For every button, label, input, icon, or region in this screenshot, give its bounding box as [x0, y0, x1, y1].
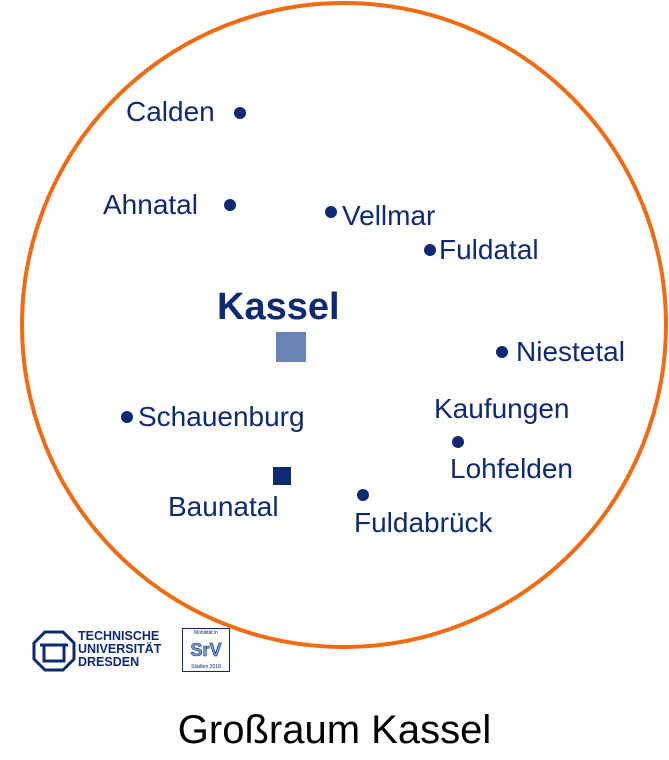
ahnatal-dot	[224, 199, 236, 211]
label-fuldatal: Fuldatal	[439, 234, 539, 265]
srv-main-text: SrV	[190, 640, 222, 661]
region-circle	[20, 1, 668, 649]
label-fuldabrueck: Fuldabrück	[354, 507, 493, 538]
schauenburg-dot	[121, 411, 133, 423]
label-ahnatal: Ahnatal	[103, 189, 198, 220]
kaufungen-lohfelden-dot	[452, 436, 464, 448]
vellmar-dot	[325, 206, 337, 218]
tud-line-2: UNIVERSITÄT	[78, 642, 162, 656]
fuldabrueck-dot	[357, 489, 369, 501]
label-niestetal: Niestetal	[516, 336, 625, 367]
tud-logo-icon	[32, 630, 76, 672]
label-calden: Calden	[126, 96, 215, 127]
label-kassel: Kassel	[217, 286, 340, 328]
calden-dot	[234, 107, 246, 119]
srv-bottom-text: Städten 2018	[191, 664, 221, 670]
label-schauenburg: Schauenburg	[138, 401, 305, 432]
label-lohfelden: Lohfelden	[450, 453, 574, 484]
niestetal-dot	[496, 346, 508, 358]
page-title: Großraum Kassel	[177, 708, 492, 752]
baunatal-marker	[273, 467, 291, 485]
srv-logo: Mobilität in SrV Städten 2018	[182, 628, 230, 672]
label-vellmar: Vellmar	[342, 200, 436, 231]
tud-line-3: DRESDEN	[78, 655, 140, 669]
srv-top-text: Mobilität in	[194, 630, 218, 636]
label-kaufungen: Kaufungen	[434, 393, 570, 424]
label-baunatal: Baunatal	[168, 491, 279, 522]
kassel-marker	[276, 332, 306, 362]
fuldatal-dot	[424, 244, 436, 256]
tud-line-1: TECHNISCHE	[78, 629, 160, 643]
tud-logo-text: TECHNISCHE UNIVERSITÄT DRESDEN	[78, 630, 161, 669]
